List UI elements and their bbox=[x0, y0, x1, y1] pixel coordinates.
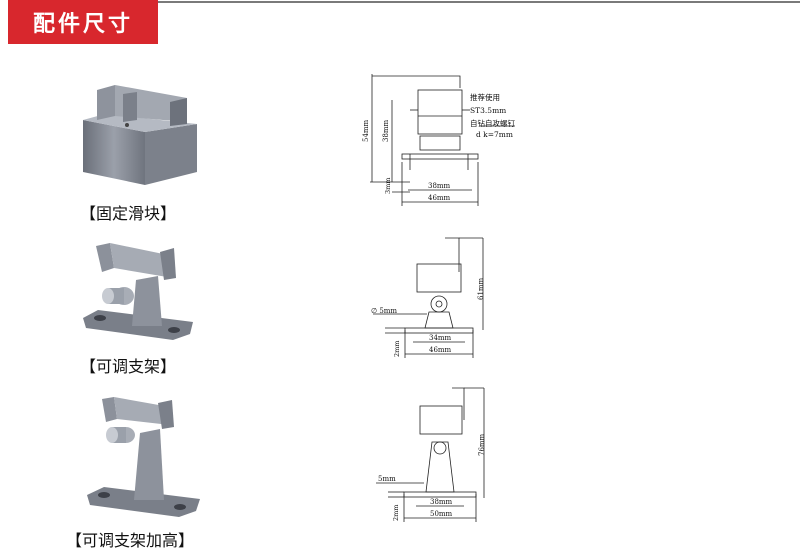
header-divider bbox=[158, 1, 800, 3]
dim-h-base: 2mm bbox=[392, 505, 400, 521]
dim-w-outer: 46mm bbox=[429, 346, 452, 354]
dim-w-inner: 38mm bbox=[428, 182, 451, 190]
note-recommend: 推荐使用 bbox=[470, 92, 500, 102]
dim-diameter: ∅ 5mm bbox=[371, 307, 397, 315]
technical-drawing-fixed-slider: 54mm 38mm 3mm 38mm 46mm 推荐使用 ST3.5mm 自钻自… bbox=[362, 74, 515, 206]
technical-drawing-adjustable-bracket: 61mm ∅ 5mm 2mm 34mm 46mm bbox=[371, 237, 485, 358]
section-title: 配件尺寸 bbox=[8, 0, 158, 44]
note-screw-spec: ST3.5mm bbox=[470, 106, 506, 115]
dim-w-inner: 38mm bbox=[430, 498, 453, 506]
dim-w-outer: 50mm bbox=[430, 510, 453, 518]
dim-h-total: 61mm bbox=[477, 277, 485, 300]
caption-adjustable-bracket: 【可调支架】 bbox=[80, 357, 177, 376]
technical-drawing-raised-bracket: 76mm 5mm 2mm 38mm 50mm bbox=[376, 387, 486, 522]
caption-raised-bracket: 【可调支架加高】 bbox=[66, 531, 195, 550]
dim-w-inner: 34mm bbox=[429, 334, 452, 342]
note-screw-type: 自钻自攻螺钉 bbox=[470, 118, 515, 128]
dim-h-total: 54mm bbox=[362, 119, 370, 142]
caption-fixed-slider: 【固定滑块】 bbox=[80, 204, 177, 223]
dim-h-base: 2mm bbox=[393, 341, 401, 357]
dim-hole: 5mm bbox=[378, 475, 396, 483]
fixed-slider-image bbox=[83, 85, 197, 185]
dim-h-screw: 3mm bbox=[384, 178, 392, 194]
dim-w-outer: 46mm bbox=[428, 194, 451, 202]
adjustable-bracket-image bbox=[83, 243, 193, 340]
note-head-dia: d k=7mm bbox=[476, 130, 513, 139]
raised-bracket-image bbox=[87, 397, 200, 517]
dim-h-total: 76mm bbox=[478, 433, 486, 456]
dim-h-inner: 38mm bbox=[382, 119, 390, 142]
